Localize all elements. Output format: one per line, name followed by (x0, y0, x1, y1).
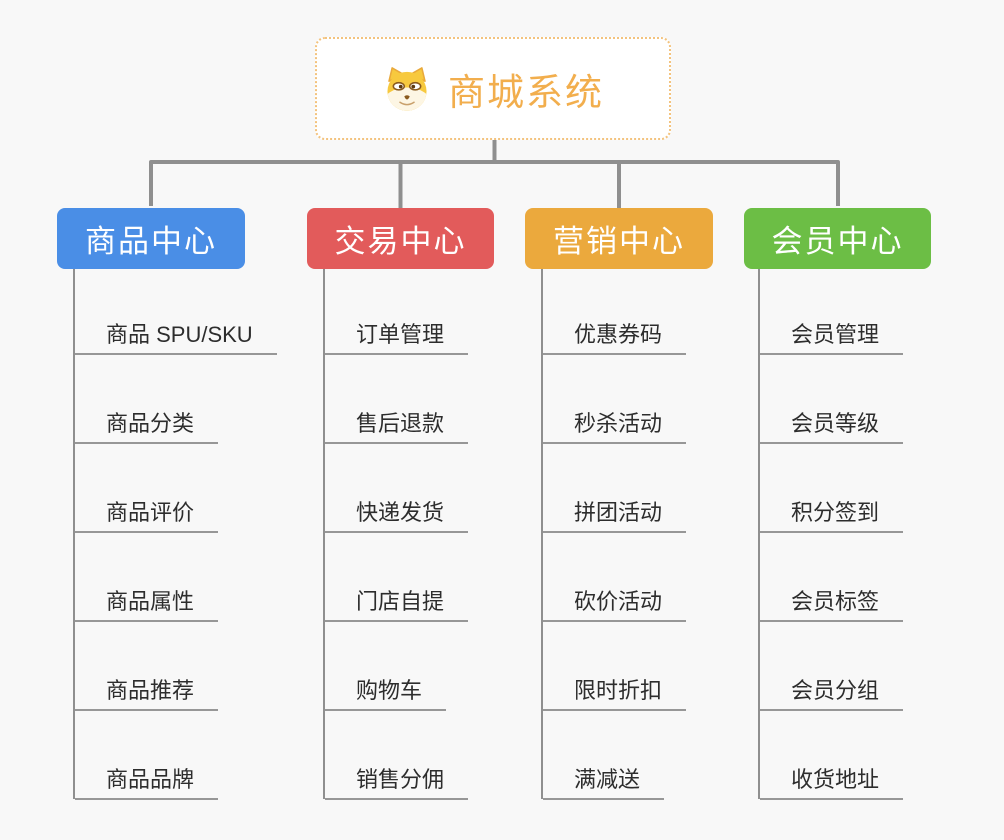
doge-icon (387, 66, 427, 111)
leaf-item[interactable]: 售后退款 (325, 406, 469, 444)
leaf-item[interactable]: 商品评价 (75, 495, 219, 533)
leaf-item[interactable]: 会员分组 (760, 673, 904, 711)
leaf-item[interactable]: 会员标签 (760, 584, 904, 622)
branch-header-label: 商品中心 (85, 224, 217, 259)
branch-header-marketing-center[interactable]: 营销中心 (525, 208, 713, 269)
branch-trunk-member: 会员管理会员等级积分签到会员标签会员分组收货地址 (758, 269, 990, 800)
branch-header-product-center[interactable]: 商品中心 (57, 208, 245, 269)
root-node-mall-system[interactable]: 商城系统 (315, 37, 671, 140)
branch-header-member-center[interactable]: 会员中心 (744, 208, 931, 269)
leaf-item[interactable]: 砍价活动 (543, 584, 687, 622)
leaf-item[interactable]: 拼团活动 (543, 495, 687, 533)
leaf-item[interactable]: 商品分类 (75, 406, 219, 444)
leaf-item[interactable]: 限时折扣 (543, 673, 687, 711)
leaf-item[interactable]: 优惠券码 (543, 317, 687, 355)
branch-header-label: 营销中心 (553, 224, 685, 259)
branch-trunk-trade: 订单管理售后退款快递发货门店自提购物车销售分佣 (323, 269, 555, 800)
leaf-item[interactable]: 满减送 (543, 762, 665, 800)
branch-trunk-product: 商品 SPU/SKU 商品分类商品评价商品属性商品推荐商品品牌 (73, 269, 305, 800)
leaf-item[interactable]: 快递发货 (325, 495, 469, 533)
branch-header-label: 会员中心 (771, 224, 904, 259)
leaf-item[interactable]: 购物车 (325, 673, 447, 711)
leaf-item[interactable]: 商品 SPU/SKU (75, 317, 277, 355)
leaf-item[interactable]: 会员等级 (760, 406, 904, 444)
leaf-item[interactable]: 收货地址 (760, 762, 904, 800)
leaf-item[interactable]: 商品属性 (75, 584, 219, 622)
leaf-item[interactable]: 会员管理 (760, 317, 904, 355)
leaf-item[interactable]: 商品推荐 (75, 673, 219, 711)
leaf-item[interactable]: 秒杀活动 (543, 406, 687, 444)
root-node-label: 商城系统 (448, 71, 604, 113)
leaf-item[interactable]: 门店自提 (325, 584, 469, 622)
leaf-item[interactable]: 积分签到 (760, 495, 904, 533)
leaf-item[interactable]: 商品品牌 (75, 762, 219, 800)
branch-trunk-marketing: 优惠券码秒杀活动拼团活动砍价活动限时折扣满减送 (541, 269, 773, 800)
leaf-item[interactable]: 订单管理 (325, 317, 469, 355)
branch-header-label: 交易中心 (334, 224, 467, 259)
leaf-item[interactable]: 销售分佣 (325, 762, 469, 800)
branch-header-trade-center[interactable]: 交易中心 (307, 208, 494, 269)
